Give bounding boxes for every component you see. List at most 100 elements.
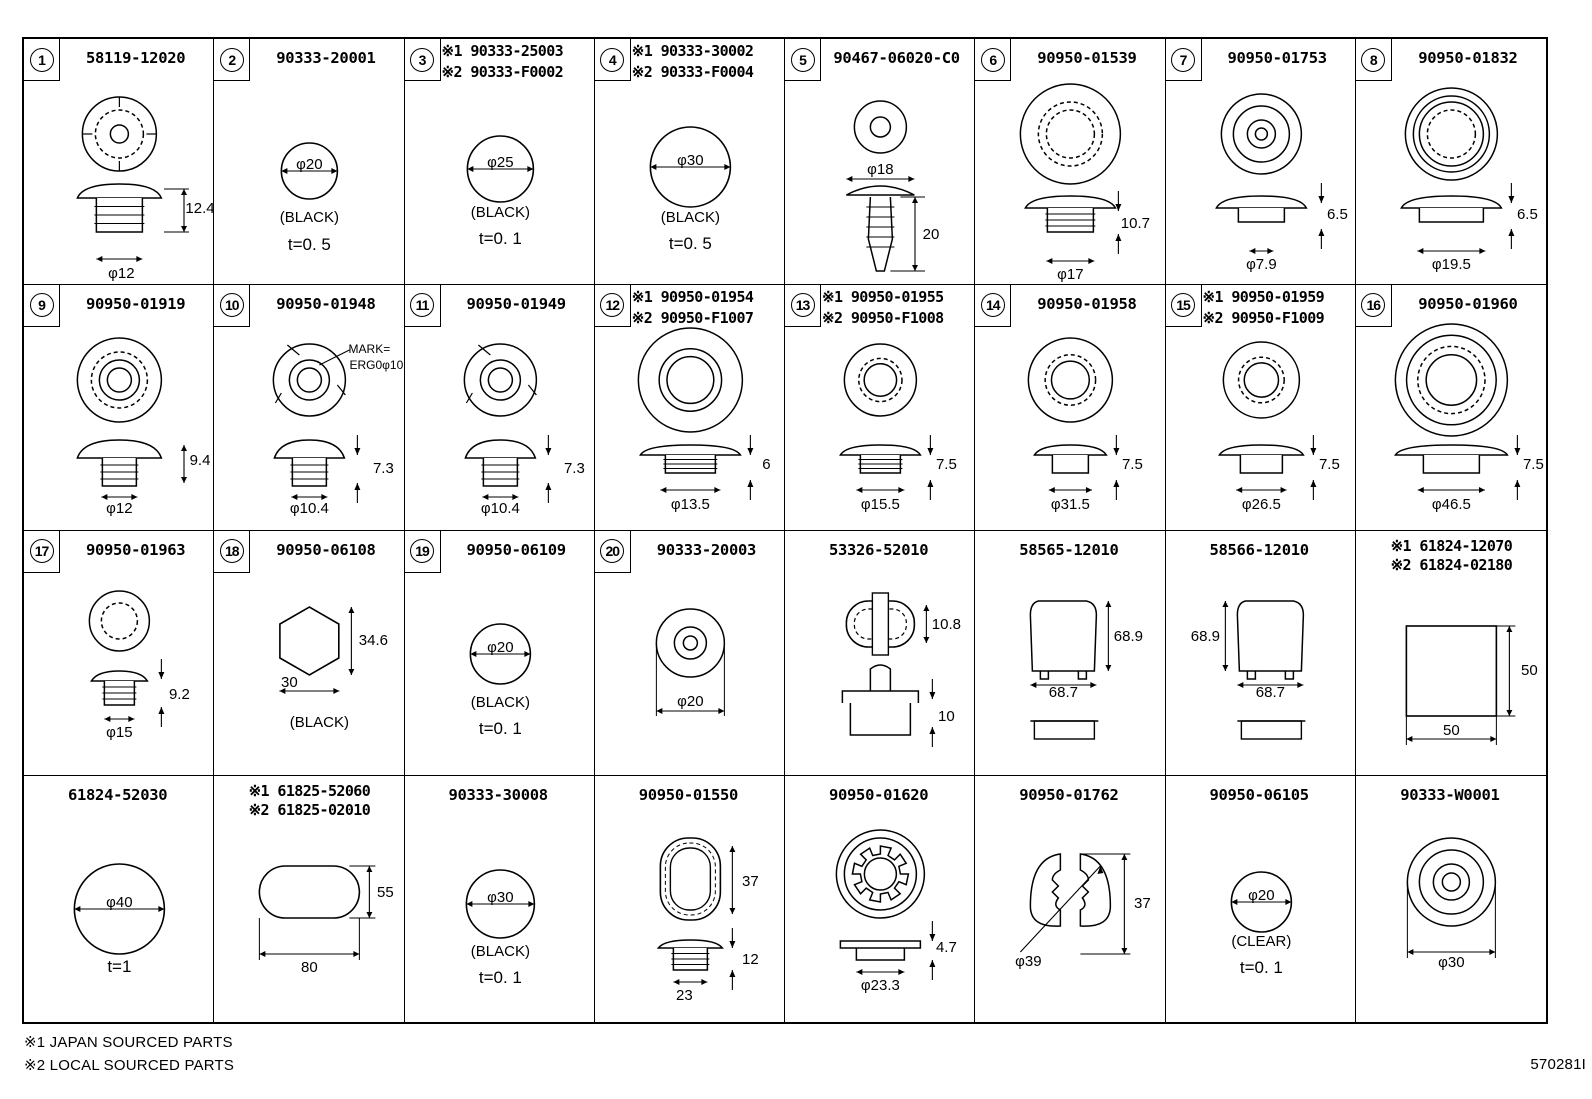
part-header: 53326-52010 (785, 531, 974, 577)
part-number-japan: ※1 90950-01955 (822, 287, 944, 306)
diameter-label: φ30 (1438, 954, 1464, 971)
part-number: 90950-01539 (1037, 49, 1137, 67)
inner-ring (858, 357, 903, 403)
arrowhead (660, 486, 721, 493)
thickness-label: t=0. 1 (478, 968, 521, 987)
inner-ring (1416, 345, 1486, 415)
width-label: 30 (281, 674, 298, 691)
thickness-label: t=1 (107, 957, 131, 976)
width-dimension-arrow (1248, 248, 1273, 254)
part-header: 61824-52030 (24, 776, 213, 822)
part-number-japan: ※1 90333-30002 (631, 42, 754, 60)
width-dimension-arrow (846, 176, 915, 182)
part-side-profile (90, 669, 149, 706)
slot (527, 384, 537, 396)
width-dimension-arrow (279, 687, 340, 694)
part-header: 15※1 90950-01959※2 90950-F1009 (1165, 284, 1355, 331)
diameter-label: φ26.5 (1241, 496, 1280, 513)
height-label: 68.9 (1114, 628, 1143, 645)
part-header: 90950-01762 (975, 776, 1164, 822)
clip-tongue (869, 663, 892, 691)
part-outline (1246, 119, 1276, 149)
part-number: 90950-01963 (85, 540, 186, 559)
diameter-label: φ20 (677, 693, 703, 710)
part-outline (637, 327, 743, 433)
height-label: 37 (1134, 895, 1151, 912)
item-number-badge: 8 (1355, 39, 1392, 81)
height-dimension-arrow (366, 866, 373, 919)
arrowhead (1097, 866, 1104, 875)
part-number: 58119-12020 (85, 49, 186, 67)
center-hole (487, 367, 513, 393)
center-hole (1254, 127, 1268, 141)
width-dimension-arrow (96, 256, 143, 262)
width-dimension-arrow (74, 906, 165, 913)
part-drawing: 10.810 (841, 591, 961, 747)
leader-line (319, 349, 350, 366)
color-note: (BLACK) (661, 209, 720, 226)
inner-ring (1243, 361, 1279, 398)
cover-side-profile (1033, 719, 1096, 740)
part-outline (1027, 337, 1114, 423)
inner-ring (1045, 109, 1096, 159)
part-outline (655, 607, 725, 678)
part-header: 90333-W0001 (1356, 776, 1546, 822)
part-number: 61824-52030 (67, 786, 168, 805)
inner-ring (98, 359, 141, 401)
part-side-profile (1399, 195, 1503, 223)
center-hole (863, 857, 898, 891)
part-outline (853, 100, 908, 154)
item-number: 1 (29, 47, 54, 72)
part-header: 12※1 90950-01954※2 90950-F1007 (594, 284, 784, 331)
part-side-profile (839, 940, 922, 961)
plug-body (1418, 208, 1484, 223)
mark-label: MARK= (349, 342, 391, 356)
height-dimension-arrow (1115, 191, 1122, 254)
height-label: 50 (1521, 662, 1538, 679)
width-dimension-arrow (469, 650, 530, 657)
diameter-label: φ17 (1057, 266, 1083, 283)
item-number: 16 (1361, 293, 1386, 318)
part-side-profile (1214, 195, 1308, 223)
part-side-profile (839, 443, 922, 474)
split-grommet-half (1029, 853, 1062, 928)
part-header: 58566-12010 (1166, 531, 1355, 577)
part-number: 90950-01550 (638, 786, 739, 805)
height-dimension-arrow (747, 434, 754, 500)
thickness-label: t=0. 1 (478, 719, 521, 738)
part-number: 90333-20001 (276, 49, 376, 67)
height-dimension-arrow (1221, 600, 1228, 671)
cover-side-profile (1240, 719, 1302, 740)
part-side-profile (656, 939, 724, 971)
cover-outline (1029, 599, 1098, 672)
clip-side-profile (841, 689, 920, 736)
width-dimension-arrow (1230, 899, 1291, 906)
plug-body (1422, 454, 1480, 474)
height-dimension-arrow (1317, 183, 1324, 249)
item-number-badge: 13 (785, 284, 821, 327)
width-label: 68.7 (1049, 684, 1078, 701)
cap-flange (463, 438, 536, 459)
height-label: 10.8 (932, 616, 961, 633)
part-drawing: φ30(BLACK)t=0. 1 (465, 869, 535, 987)
part-number-japan: ※1 90333-25003 (441, 42, 564, 60)
part-side-profile (273, 438, 346, 487)
cap-flange (656, 939, 724, 949)
inner-ring (94, 109, 145, 159)
part-number: 90333-30008 (448, 786, 548, 805)
part-number-japan: ※1 90950-01954 (631, 287, 754, 306)
height-dimension-arrow (923, 604, 930, 643)
width-dimension-arrow (101, 493, 138, 500)
height-dimension-arrow (1514, 434, 1521, 500)
